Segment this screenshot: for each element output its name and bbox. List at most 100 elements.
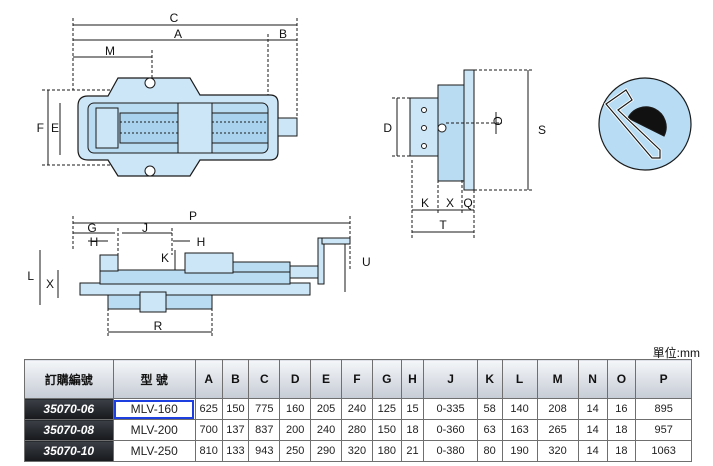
- dim-label-l: L: [27, 269, 34, 283]
- header-a: A: [194, 359, 223, 399]
- header-j: J: [423, 359, 478, 399]
- model-cell: MLV-160: [112, 398, 196, 420]
- value-cell: 14: [577, 398, 608, 420]
- dim-label-x-front: X: [46, 277, 54, 291]
- dim-label-c: C: [170, 11, 179, 25]
- value-cell: 943: [248, 440, 281, 462]
- dim-label-q: Q: [463, 196, 472, 210]
- value-cell: 1063: [635, 440, 692, 462]
- dim-label-t: T: [439, 218, 447, 232]
- header-m: M: [536, 359, 579, 399]
- dim-label-h-left: H: [90, 235, 99, 249]
- value-cell: 775: [248, 398, 281, 420]
- header-o: O: [606, 359, 637, 399]
- value-cell: 133: [221, 440, 250, 462]
- value-cell: 265: [536, 419, 579, 441]
- header-g: G: [371, 359, 402, 399]
- value-cell: 320: [340, 440, 373, 462]
- value-cell: 320: [536, 440, 579, 462]
- side-view: [392, 69, 534, 238]
- dim-label-h-right: H: [197, 235, 206, 249]
- dim-label-k-front: K: [161, 251, 169, 265]
- dim-label-p: P: [189, 209, 197, 223]
- value-cell: 160: [279, 398, 312, 420]
- value-cell: 200: [279, 419, 312, 441]
- value-cell: 0-380: [423, 440, 478, 462]
- dim-label-s: S: [538, 123, 546, 137]
- dim-label-x-side: X: [446, 196, 454, 210]
- technical-drawing: C A B M F E D O S K X Q T: [27, 11, 692, 338]
- value-cell: 208: [536, 398, 579, 420]
- value-cell: 280: [340, 419, 373, 441]
- dim-label-k-side: K: [421, 196, 429, 210]
- value-cell: 957: [635, 419, 692, 441]
- value-cell: 205: [310, 398, 342, 420]
- table-row: 35070-06 MLV-160 625 150 775 160 205 240…: [24, 398, 692, 420]
- table-row: 35070-08 MLV-200 700 137 837 200 240 280…: [24, 419, 692, 441]
- value-cell: 14: [577, 419, 608, 441]
- value-cell: 150: [221, 398, 250, 420]
- value-cell: 18: [606, 440, 637, 462]
- dim-label-o: O: [491, 116, 505, 125]
- value-cell: 80: [476, 440, 503, 462]
- value-cell: 0-360: [423, 419, 478, 441]
- spec-table: 訂購編號 型 號 A B C D E F G H J K L M N O P 3…: [24, 359, 692, 462]
- header-n: N: [577, 359, 608, 399]
- value-cell: 137: [221, 419, 250, 441]
- value-cell: 895: [635, 398, 692, 420]
- header-l: L: [501, 359, 538, 399]
- dim-label-f: F: [37, 121, 44, 135]
- value-cell: 190: [501, 440, 538, 462]
- dim-label-g: G: [87, 221, 96, 235]
- header-order-number: 訂購編號: [24, 359, 114, 399]
- order-number-cell: 35070-06: [24, 398, 114, 420]
- header-p: P: [635, 359, 692, 399]
- header-model: 型 號: [112, 359, 196, 399]
- value-cell: 125: [371, 398, 402, 420]
- value-cell: 63: [476, 419, 503, 441]
- header-row: 訂購編號 型 號 A B C D E F G H J K L M N O P: [24, 359, 692, 399]
- value-cell: 700: [194, 419, 223, 441]
- jaw-detail-circle: [598, 77, 692, 171]
- value-cell: 810: [194, 440, 223, 462]
- dim-label-j: J: [142, 221, 148, 235]
- value-cell: 0-335: [423, 398, 478, 420]
- top-view: [42, 18, 298, 177]
- model-cell: MLV-200: [112, 419, 196, 441]
- value-cell: 18: [400, 419, 425, 441]
- value-cell: 625: [194, 398, 223, 420]
- dim-label-e: E: [51, 121, 59, 135]
- value-cell: 150: [371, 419, 402, 441]
- header-k: K: [476, 359, 503, 399]
- value-cell: 58: [476, 398, 503, 420]
- value-cell: 180: [371, 440, 402, 462]
- value-cell: 290: [310, 440, 342, 462]
- header-h: H: [400, 359, 425, 399]
- dim-label-m: M: [105, 44, 115, 58]
- value-cell: 15: [400, 398, 425, 420]
- value-cell: 250: [279, 440, 312, 462]
- value-cell: 140: [501, 398, 538, 420]
- value-cell: 837: [248, 419, 281, 441]
- front-view: [39, 216, 351, 338]
- header-b: B: [221, 359, 250, 399]
- value-cell: 14: [577, 440, 608, 462]
- order-number-cell: 35070-08: [24, 419, 114, 441]
- value-cell: 16: [606, 398, 637, 420]
- table-row: 35070-10 MLV-250 810 133 943 250 290 320…: [24, 440, 692, 462]
- dim-label-u: U: [362, 255, 371, 269]
- header-d: D: [279, 359, 312, 399]
- header-f: F: [340, 359, 373, 399]
- value-cell: 163: [501, 419, 538, 441]
- header-e: E: [310, 359, 342, 399]
- header-c: C: [248, 359, 281, 399]
- dim-label-r: R: [154, 319, 163, 333]
- value-cell: 21: [400, 440, 425, 462]
- value-cell: 18: [606, 419, 637, 441]
- model-cell: MLV-250: [112, 440, 196, 462]
- unit-label: 單位:mm: [652, 346, 700, 360]
- dim-label-b: B: [279, 27, 287, 41]
- value-cell: 240: [340, 398, 373, 420]
- order-number-cell: 35070-10: [24, 440, 114, 462]
- dim-label-a: A: [174, 27, 182, 41]
